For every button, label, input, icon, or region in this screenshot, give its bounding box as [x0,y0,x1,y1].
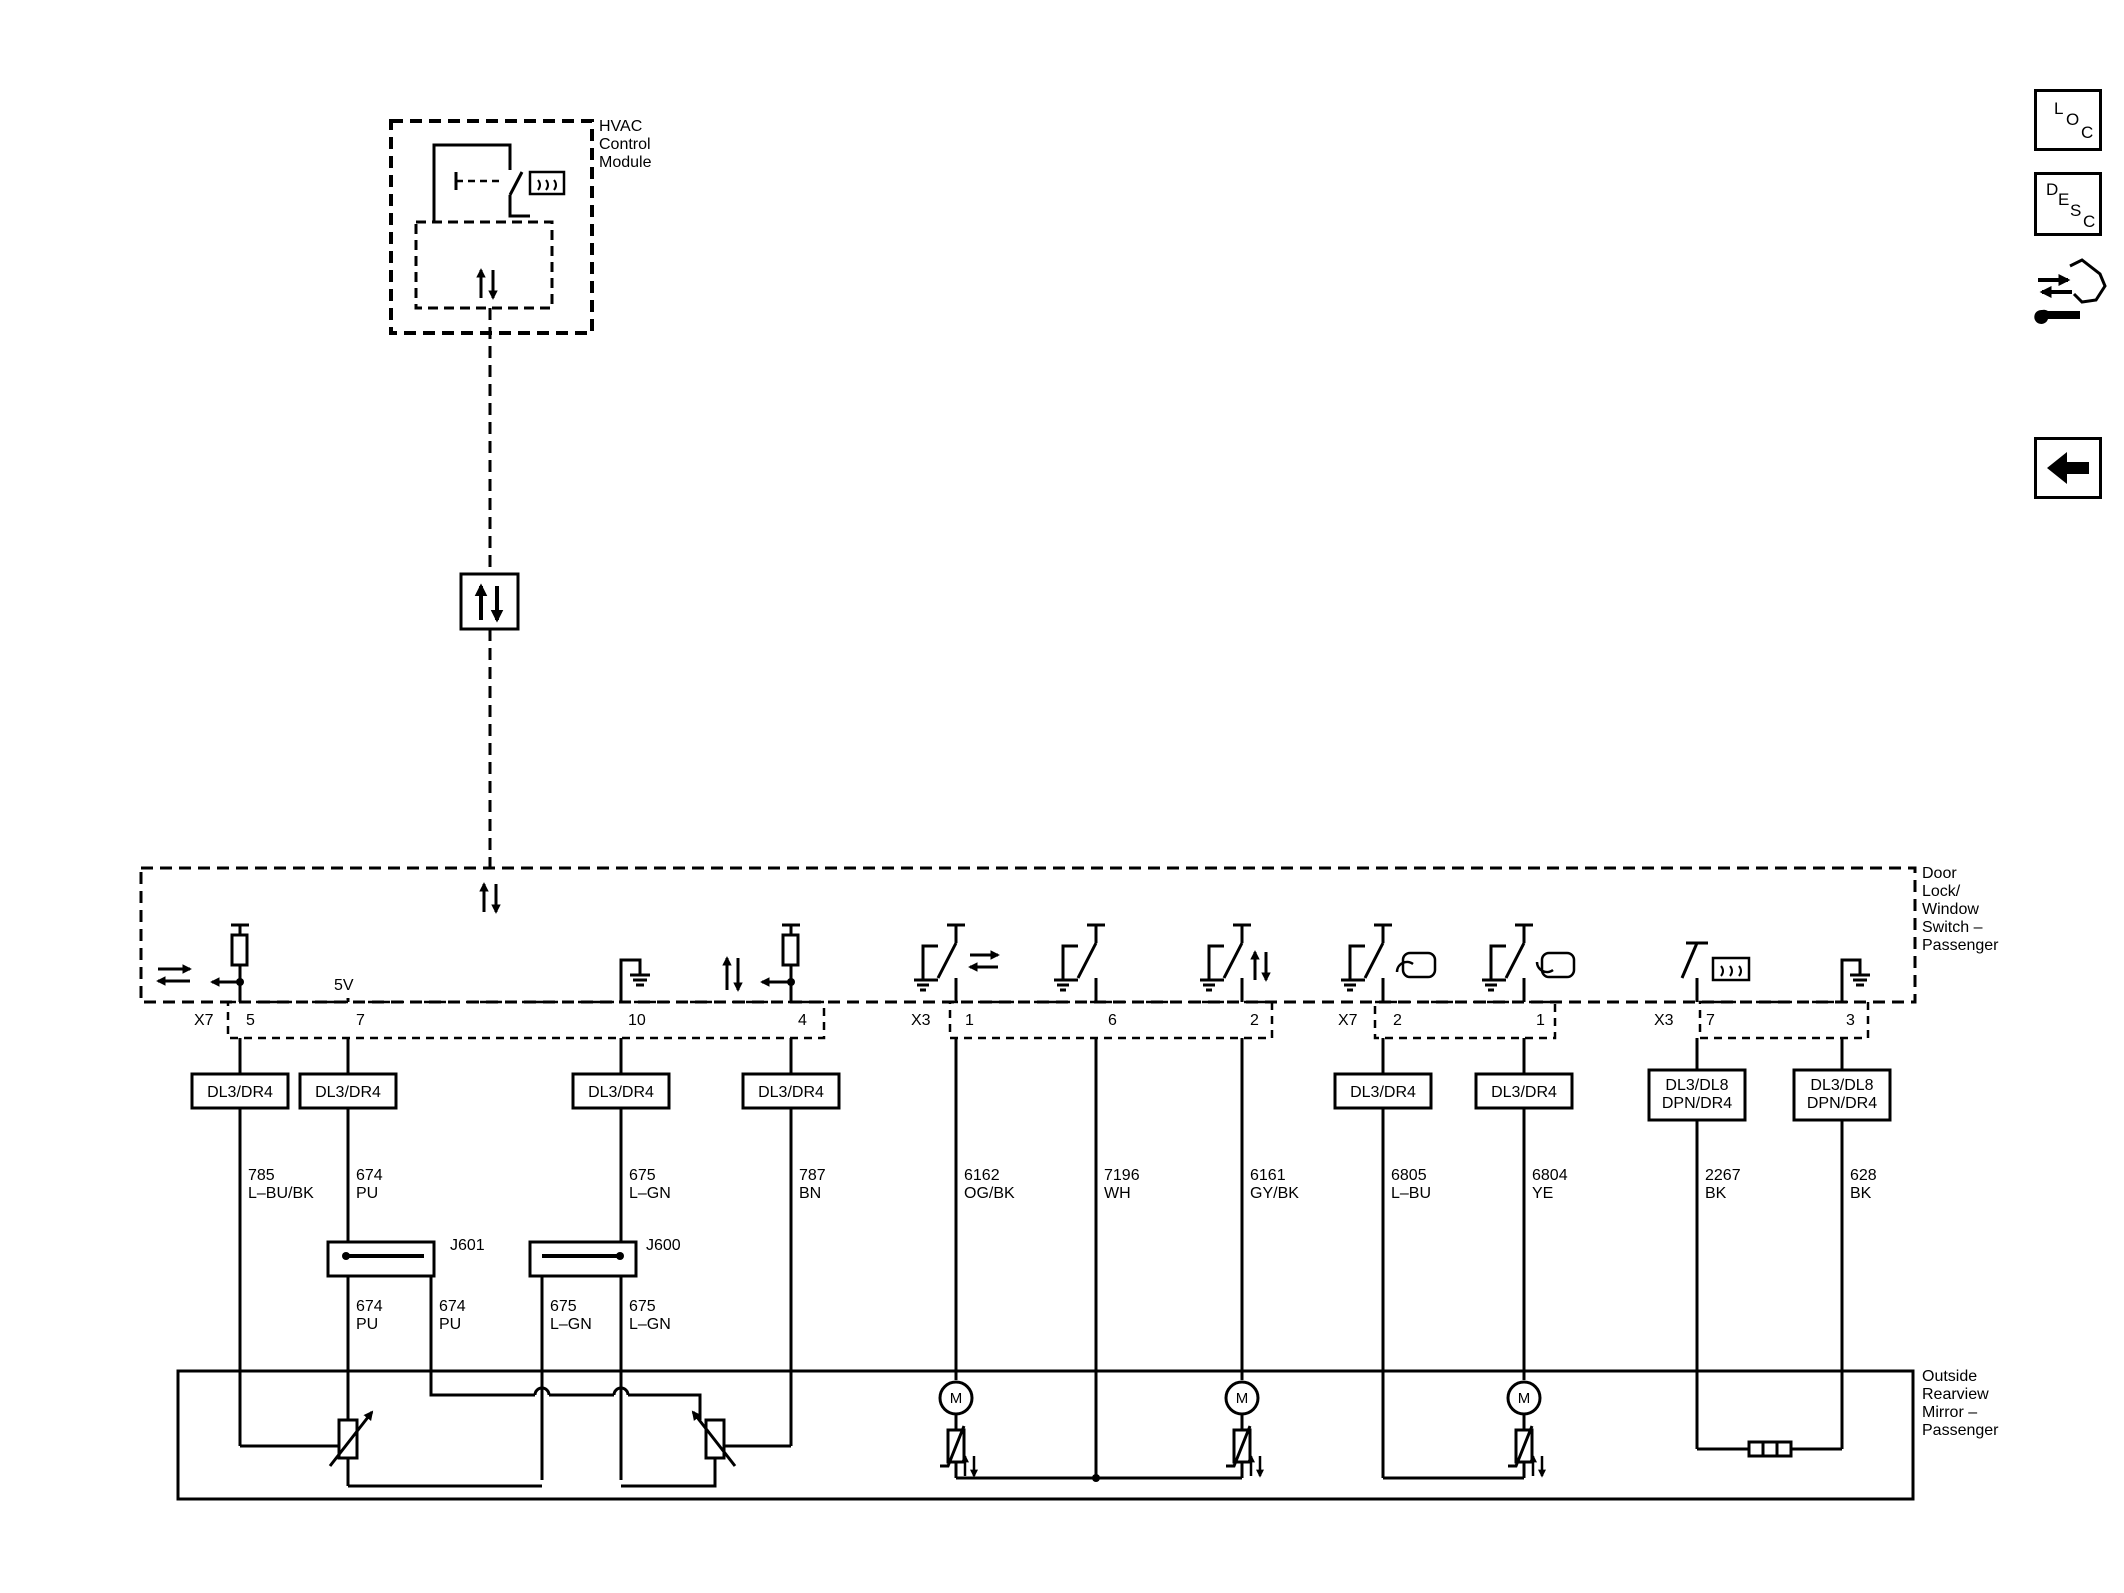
option-label: DL3/DR4 [588,1084,654,1101]
left-right-arrows-icon [156,964,192,986]
wire-color: BN [799,1185,821,1202]
pin-label: 10 [628,1012,646,1029]
pin-label: 3 [1846,1012,1855,1029]
mirror-unfold-icon [1535,951,1576,979]
pin-label: 1 [1536,1012,1545,1029]
supply-5v-label: 5V [334,977,354,994]
pin-label: 2 [1393,1012,1402,1029]
hvac-module-label: HVAC Control Module [599,118,655,171]
wire-color: L–GN [629,1185,671,1202]
mirror-label: Outside Rearview Mirror – Passenger [1922,1368,1999,1439]
serial-data-box [459,572,520,631]
pin-label: 6 [1108,1012,1117,1029]
wire-circuit: 7196 [1104,1167,1140,1184]
door-lock-window-switch: Door Lock/ Window Switch – Passenger X7 … [139,865,1999,1040]
loc-button[interactable]: L O C [2034,89,2102,151]
wire-color: BK [1850,1185,1872,1202]
outside-rearview-mirror: Outside Rearview Mirror – Passenger [176,1368,1999,1501]
wire-circuit: 675 [550,1298,577,1315]
wire-color: BK [1705,1185,1727,1202]
wire-color: PU [356,1185,378,1202]
wire-color: GY/BK [1250,1185,1299,1202]
hvac-control-module: HVAC Control Module [389,118,655,335]
pin-label: 7 [1706,1012,1715,1029]
option-label: DL3/DR4 [1491,1084,1557,1101]
splice-id: J601 [450,1237,485,1254]
wire-color: OG/BK [964,1185,1015,1202]
wire-labels: 785 L–BU/BK 674 PU 675 L–GN 787 BN 6162 … [248,1167,1877,1202]
wire-circuit: 674 [356,1167,383,1184]
wire-color: PU [439,1316,461,1333]
wire-circuit: 785 [248,1167,275,1184]
data-arrows-icon [479,882,501,914]
connector-wrench-icon [2034,258,2107,324]
serial-data-link [459,308,520,868]
connector-x7-label: X7 [194,1012,214,1029]
splice-id: J600 [646,1237,681,1254]
wire-color: PU [356,1316,378,1333]
wire-circuit: 787 [799,1167,826,1184]
wire-circuit: 674 [439,1298,466,1315]
motor-label: M [950,1390,963,1407]
option-boxes: DL3/DR4 DL3/DR4 DL3/DR4 DL3/DR4 DL3/DR4 … [190,1068,1892,1122]
desc-button[interactable]: D E S C [2034,172,2102,236]
wire-color: L–BU [1391,1185,1431,1202]
pin-label: 1 [965,1012,974,1029]
wire-circuit: 6805 [1391,1167,1427,1184]
pin-label: 7 [356,1012,365,1029]
wire-circuit: 628 [1850,1167,1877,1184]
wire-color: WH [1104,1185,1131,1202]
splice-j601: J601 674 PU 674 PU [326,1237,535,1480]
wire-color: YE [1532,1185,1553,1202]
option-label: DPN/DR4 [1662,1095,1732,1112]
ground-symbol [619,958,650,1002]
connector-info-button[interactable] [2030,254,2110,334]
wire-circuit: 675 [629,1167,656,1184]
data-arrows-icon [476,268,498,300]
wire-color: L–GN [550,1316,592,1333]
pin-label: 2 [1250,1012,1259,1029]
option-label: DL3/DL8 [1810,1077,1873,1094]
option-label: DL3/DR4 [315,1084,381,1101]
option-label: DL3/DR4 [1350,1084,1416,1101]
option-label: DPN/DR4 [1807,1095,1877,1112]
rear-defog-icon [528,170,566,196]
pin-label: 4 [798,1012,807,1029]
back-arrow-icon [2047,452,2089,484]
wire-circuit: 675 [629,1298,656,1315]
pin-label: 5 [246,1012,255,1029]
wire-circuit: 2267 [1705,1167,1741,1184]
splice-j600: J600 675 L–GN 675 L–GN [528,1237,681,1480]
wire-circuit: 6161 [1250,1167,1286,1184]
motor-label: M [1236,1390,1249,1407]
wire-circuit: 6162 [964,1167,1000,1184]
rear-defog-icon [1711,956,1751,982]
wire-color: L–GN [629,1316,671,1333]
back-button[interactable] [2034,437,2102,499]
connector-x3-label: X3 [911,1012,931,1029]
up-down-arrows-icon [722,956,743,992]
motor-label: M [1518,1390,1531,1407]
door-switch-label: Door Lock/ Window Switch – Passenger [1922,865,1999,954]
connector-x3-label: X3 [1654,1012,1674,1029]
circuit-wires [238,1038,1844,1478]
connector-x7-label: X7 [1338,1012,1358,1029]
option-label: DL3/DL8 [1665,1077,1728,1094]
wire-circuit: 674 [356,1298,383,1315]
option-label: DL3/DR4 [207,1084,273,1101]
mirror-fold-icon [1395,951,1437,979]
wire-circuit: 6804 [1532,1167,1568,1184]
wire-color: L–BU/BK [248,1185,314,1202]
motor-direction-arrows-icon [960,1454,1547,1478]
up-down-arrows-icon [1250,950,1271,982]
option-label: DL3/DR4 [758,1084,824,1101]
left-right-arrows-icon [968,950,1000,972]
